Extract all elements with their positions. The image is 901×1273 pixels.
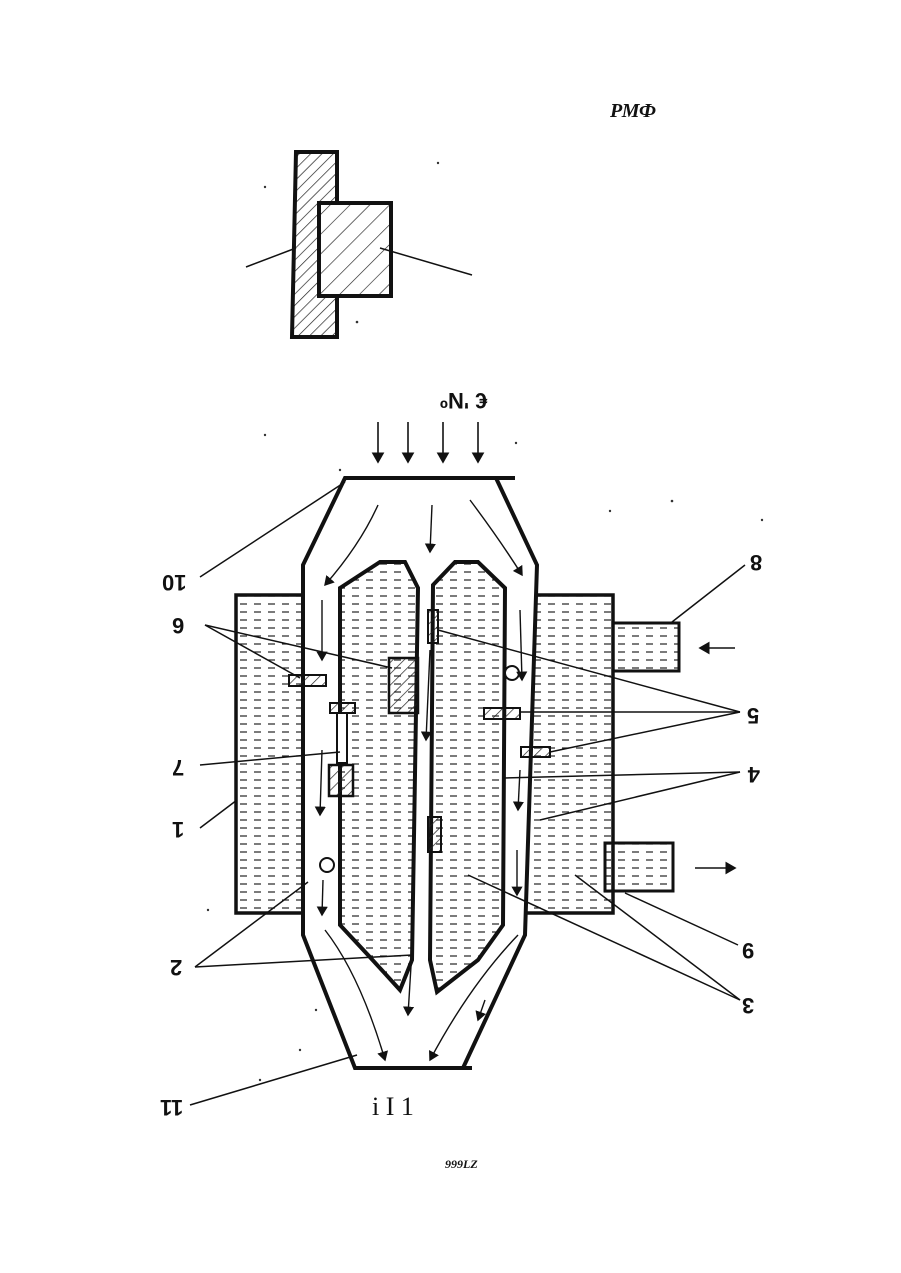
element-7b	[329, 765, 353, 796]
inlet-label: € 'Nº	[440, 388, 488, 413]
corner-text: РМФ	[610, 100, 656, 123]
detail-figure	[246, 152, 472, 337]
callout-6: 6	[172, 613, 184, 638]
element-4	[521, 747, 550, 757]
element-6a	[289, 675, 326, 686]
detail-leader-right	[380, 248, 472, 275]
element-central	[428, 817, 441, 852]
callout-10: 10	[162, 570, 186, 595]
coolant-outlet-nozzle	[605, 843, 673, 891]
element-7-rod	[337, 713, 347, 763]
inner-vane-right	[430, 562, 505, 992]
element-6b	[389, 658, 418, 713]
footer-code: 999LZ	[445, 1157, 478, 1172]
element-5a	[428, 610, 438, 643]
callout-4: 4	[747, 762, 760, 787]
element-7a	[330, 703, 355, 713]
sensor-bulb-left	[320, 858, 334, 872]
callout-1: 1	[172, 817, 184, 842]
outlet-label: i I 1	[372, 1092, 414, 1121]
inlet-arrows	[378, 422, 478, 462]
callout-2: 2	[170, 955, 182, 980]
coolant-inlet-nozzle	[613, 623, 679, 671]
callout-3: 3	[742, 993, 754, 1018]
callout-11: 11	[160, 1095, 183, 1120]
callout-8: 8	[750, 550, 762, 575]
callout-5: 5	[747, 703, 759, 728]
callout-7: 7	[172, 755, 184, 780]
sensor-bulb-right	[505, 666, 519, 680]
detail-leader-left	[246, 248, 296, 267]
detail-element-block	[319, 203, 391, 296]
element-5b	[484, 708, 520, 719]
callout-9: 9	[742, 938, 754, 963]
